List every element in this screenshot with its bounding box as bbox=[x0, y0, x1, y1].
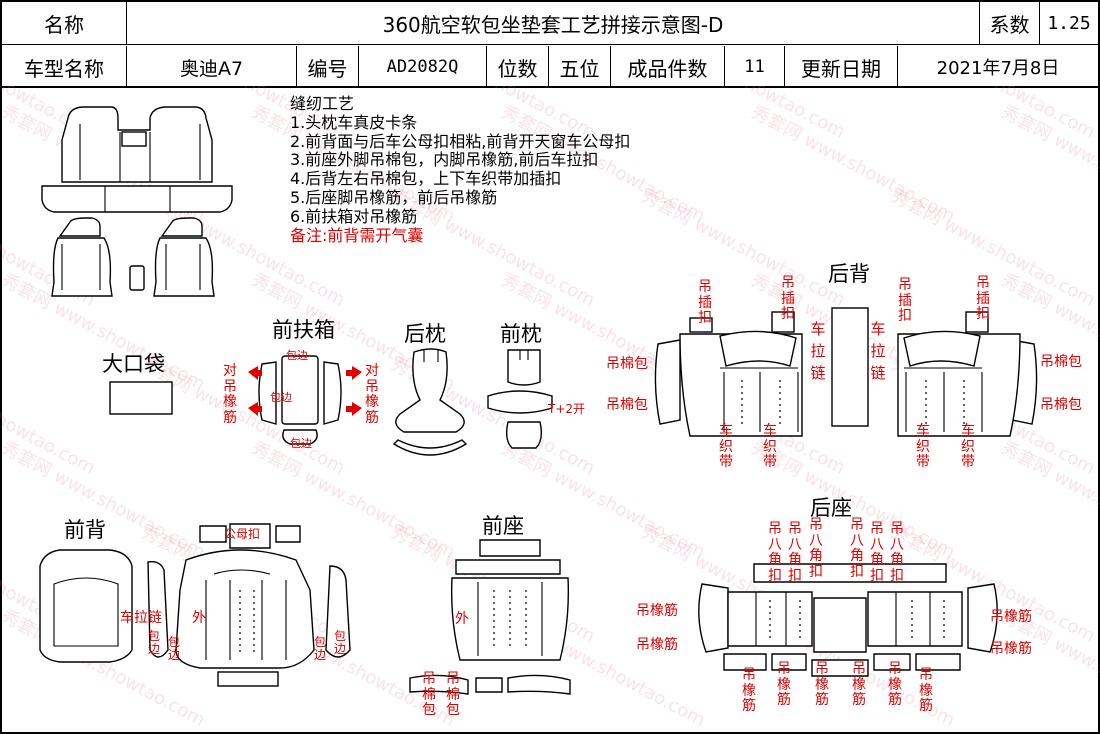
ann-rb-belt-2: 车织带 bbox=[763, 423, 777, 470]
ann-rb-belt-3: 车织带 bbox=[916, 423, 930, 470]
date-value-cell: 2021年7月8日 bbox=[936, 58, 1060, 79]
title-cell: 360航空软包坐垫套工艺拼接示意图-D bbox=[127, 2, 980, 45]
model-label-cell: 车型名称 bbox=[2, 46, 127, 88]
ann-fb-edge-1: 包边 bbox=[147, 629, 160, 656]
ann-armrest-right: 对吊橡筋 bbox=[365, 363, 379, 426]
ann-rs-elastic-l1: 吊橡筋 bbox=[636, 603, 678, 619]
ann-rb-zip-1: 车拉链 bbox=[810, 320, 826, 382]
code-label-cell: 编号 bbox=[297, 46, 359, 88]
ann-fb-outer: 外 bbox=[192, 610, 206, 626]
ann-fb-edge-2: 包边 bbox=[167, 635, 180, 662]
ann-rb-cotton-r2: 吊棉包 bbox=[1040, 397, 1082, 413]
ann-rb-belt-1: 车织带 bbox=[719, 423, 733, 470]
header-frame: 名称 360航空软包坐垫套工艺拼接示意图-D 系数 1.25 车型名称 奥迪A7… bbox=[0, 0, 1100, 88]
ann-rs-hook-5: 吊八角扣 bbox=[870, 521, 884, 584]
ann-rs-hook-3: 吊八角扣 bbox=[809, 517, 823, 580]
pieces-label-cell: 成品件数 bbox=[611, 46, 725, 88]
overview-front-seats bbox=[51, 217, 215, 297]
ann-rb-belt-4: 车织带 bbox=[961, 423, 975, 470]
sewing-notes: 缝纫工艺 1.头枕车真皮卡条 2.前背面与后车公母扣相粘,前背开天窗车公母扣 3… bbox=[290, 94, 631, 245]
notes-line-2: 2.前背面与后车公母扣相粘,前背开天窗车公母扣 bbox=[290, 131, 631, 151]
notes-line-6: 6.前扶箱对吊橡筋 bbox=[290, 206, 418, 226]
ann-rs-elastic-r1: 吊橡筋 bbox=[990, 609, 1032, 625]
overview-rear-seat bbox=[41, 106, 233, 213]
ann-armrest-edge-a: 包边 bbox=[286, 349, 308, 362]
ann-fs-cotton-1: 吊棉包 bbox=[422, 671, 436, 718]
label-rear-back: 后背 bbox=[828, 262, 870, 286]
rear-back-pieces bbox=[654, 307, 1038, 437]
ann-armrest-edge-c: 包边 bbox=[290, 437, 312, 450]
ann-rb-buckle-4: 吊插扣 bbox=[976, 275, 990, 322]
ann-armrest-edge-b: 包边 bbox=[270, 391, 292, 404]
front-back-pieces bbox=[39, 523, 351, 687]
ann-rs-elastic-l2: 吊橡筋 bbox=[636, 637, 678, 653]
ann-rs-hook-1: 吊八角扣 bbox=[768, 521, 782, 584]
ann-rs-elastic-r2: 吊橡筋 bbox=[990, 641, 1032, 657]
coef-label-cell: 系数 bbox=[980, 2, 1040, 45]
notes-line-1: 1.头枕车真皮卡条 bbox=[290, 112, 418, 132]
ann-rs-hook-4: 吊八角扣 bbox=[850, 517, 864, 580]
header-line-1: 名称 360航空软包坐垫套工艺拼接示意图-D 系数 1.25 bbox=[2, 2, 1098, 45]
ann-rb-cotton-l2: 吊棉包 bbox=[606, 397, 648, 413]
ann-rs-elastic-b2: 吊橡筋 bbox=[777, 661, 791, 708]
ann-armrest-left: 对吊橡筋 bbox=[223, 363, 237, 426]
notes-line-5: 5.后座脚吊橡筋，前后吊橡筋 bbox=[290, 187, 498, 207]
front-headrest-pieces bbox=[487, 349, 553, 449]
code-value-cell: AD2082Q bbox=[359, 46, 487, 88]
notes-line-3: 3.前座外脚吊棉包，内脚吊橡筋,前后车拉扣 bbox=[290, 150, 599, 170]
seats-label-cell: 位数 bbox=[487, 46, 549, 88]
ann-rb-buckle-1: 吊插扣 bbox=[698, 279, 712, 326]
ann-fs-outer: 外 bbox=[455, 611, 469, 627]
header-line-2: 车型名称 奥迪A7 编号 AD2082Q 位数 五位 成品件数 11 更新日期 … bbox=[2, 46, 1098, 88]
ann-rs-hook-6: 吊八角扣 bbox=[890, 521, 904, 584]
ann-fs-cotton-2: 吊棉包 bbox=[446, 671, 460, 718]
ann-rs-elastic-b3: 吊橡筋 bbox=[815, 661, 829, 708]
label-rear-seat: 后座 bbox=[810, 496, 852, 520]
label-front-seat: 前座 bbox=[482, 514, 524, 538]
label-big-pocket: 大口袋 bbox=[102, 352, 165, 376]
pieces-value-cell: 11 bbox=[725, 46, 785, 88]
rear-seat-pieces bbox=[698, 563, 998, 677]
notes-line-4: 4.后背左右吊棉包，上下车织带加插扣 bbox=[290, 169, 562, 189]
ann-headrest-open: T+2开 bbox=[548, 402, 586, 416]
front-armrest-pieces bbox=[248, 355, 362, 445]
front-seat-pieces bbox=[409, 539, 571, 695]
ann-rb-zip-2: 车拉链 bbox=[870, 320, 886, 382]
model-value-cell: 奥迪A7 bbox=[127, 46, 297, 88]
ann-rs-elastic-b4: 吊橡筋 bbox=[852, 661, 866, 708]
ann-rb-buckle-2: 吊插扣 bbox=[781, 275, 795, 322]
ann-rs-elastic-b6: 吊橡筋 bbox=[919, 667, 933, 714]
label-front-back: 前背 bbox=[64, 518, 106, 542]
ann-rs-elastic-b1: 吊橡筋 bbox=[742, 667, 756, 714]
notes-title: 缝纫工艺 bbox=[290, 94, 355, 113]
notes-remark: 备注:前背需开气囊 bbox=[290, 225, 424, 245]
rear-headrest-pieces bbox=[392, 348, 468, 456]
ann-rb-buckle-3: 吊插扣 bbox=[898, 277, 912, 324]
ann-rs-elastic-b5: 吊橡筋 bbox=[888, 661, 902, 708]
name-label-cell: 名称 bbox=[2, 2, 127, 45]
label-front-armrest: 前扶箱 bbox=[272, 318, 335, 342]
ann-fb-zip: 车拉链 bbox=[120, 610, 162, 626]
date-label-cell: 更新日期 bbox=[785, 46, 898, 88]
ann-fb-snap: 公母扣 bbox=[224, 527, 261, 541]
coef-value-cell: 1.25 bbox=[1047, 13, 1091, 34]
seats-value-cell: 五位 bbox=[549, 46, 611, 88]
label-rear-headrest: 后枕 bbox=[404, 322, 446, 346]
big-pocket-piece bbox=[109, 381, 173, 415]
ann-rb-cotton-r1: 吊棉包 bbox=[1040, 354, 1082, 370]
ann-fb-edge-4: 包边 bbox=[333, 629, 346, 656]
ann-fb-edge-3: 包边 bbox=[313, 635, 326, 662]
ann-rb-cotton-l1: 吊棉包 bbox=[606, 356, 648, 372]
label-front-headrest: 前枕 bbox=[500, 322, 542, 346]
ann-rs-hook-2: 吊八角扣 bbox=[788, 521, 802, 584]
